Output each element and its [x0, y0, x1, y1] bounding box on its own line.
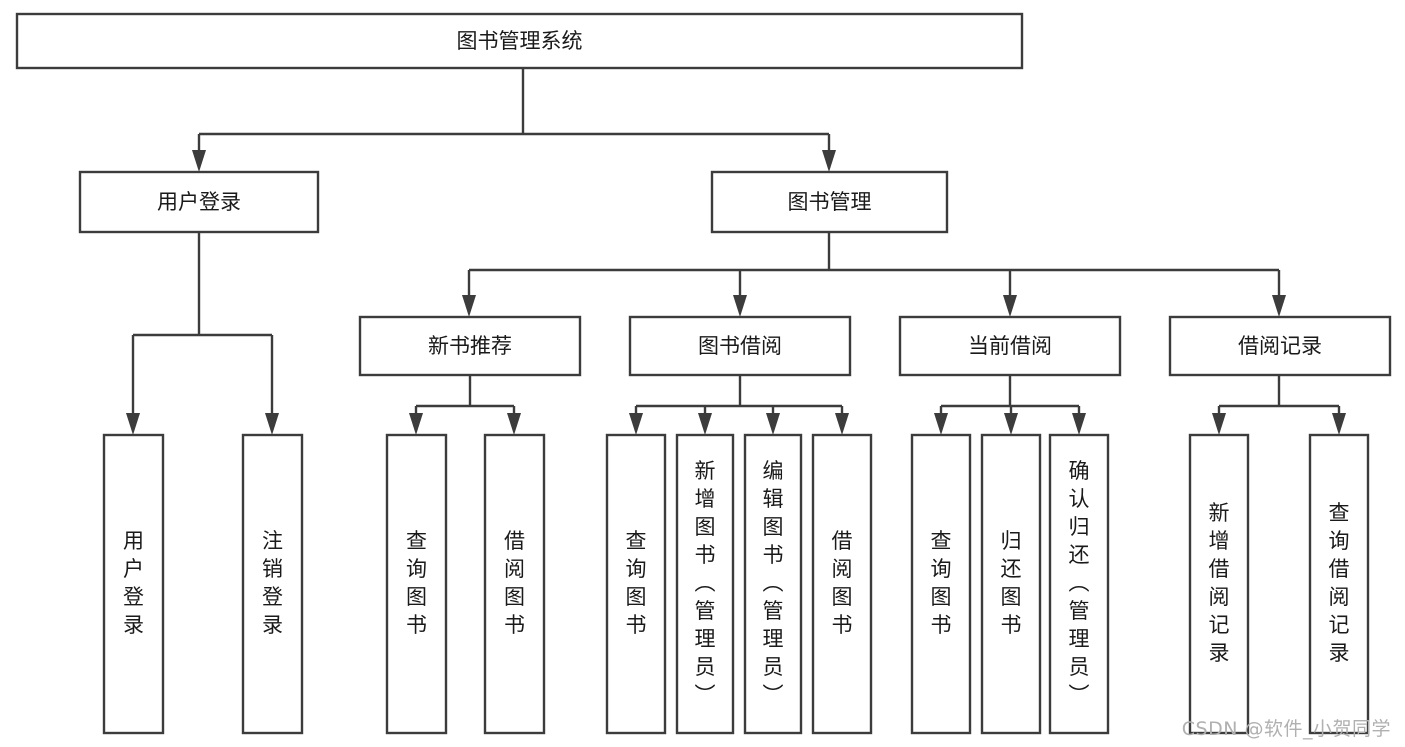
node-label: 当前借阅	[968, 334, 1052, 358]
node-label: 用户登录	[157, 190, 241, 214]
node-label: 新书推荐	[428, 334, 512, 358]
node-layer: 图书管理系统用户登录图书管理新书推荐图书借阅当前借阅借阅记录用户登录注销登录查询…	[15, 12, 1392, 735]
node-leaf-query-book-3[interactable]: 查询图书	[910, 433, 972, 735]
edge-currentborrow-children	[934, 375, 1086, 435]
node-leaf-return-book[interactable]: 归还图书	[980, 433, 1042, 735]
node-leaf-user-logout[interactable]: 注销登录	[241, 433, 304, 735]
node-label: 借阅图书	[504, 529, 525, 637]
node-book-manage[interactable]: 图书管理	[710, 170, 949, 234]
node-label: 图书管理	[788, 190, 872, 214]
node-label: 注销登录	[262, 529, 283, 637]
node-label: 查询图书	[931, 529, 952, 637]
node-label: 新增图书︵管理员︶	[695, 459, 716, 707]
edge-bookborrow-children	[629, 375, 849, 435]
node-label: 编辑图书︵管理员︶	[763, 459, 784, 707]
node-label: 用户登录	[123, 529, 144, 637]
node-leaf-borrow-book-1[interactable]: 借阅图书	[483, 433, 546, 735]
node-leaf-query-record[interactable]: 查询借阅记录	[1308, 433, 1370, 735]
node-label: 借阅图书	[832, 529, 853, 637]
node-label: 图书借阅	[698, 334, 782, 358]
node-borrow-record[interactable]: 借阅记录	[1168, 315, 1392, 377]
node-label: 新增借阅记录	[1209, 501, 1230, 665]
node-leaf-borrow-book-2[interactable]: 借阅图书	[811, 433, 873, 735]
node-leaf-user-login[interactable]: 用户登录	[102, 433, 165, 735]
node-label: 查询图书	[406, 529, 427, 637]
node-label: 确认归还︵管理员︶	[1069, 459, 1090, 707]
node-leaf-add-record[interactable]: 新增借阅记录	[1188, 433, 1250, 735]
edge-userlogin-children	[126, 232, 279, 435]
node-leaf-edit-book[interactable]: 编辑图书︵管理员︶	[743, 433, 803, 735]
node-label: 查询借阅记录	[1329, 501, 1350, 665]
node-book-borrow[interactable]: 图书借阅	[628, 315, 852, 377]
node-new-book-rec[interactable]: 新书推荐	[358, 315, 582, 377]
node-label: 归还图书	[1001, 529, 1022, 637]
edge-borrowrecord-children	[1212, 375, 1346, 435]
edge-bookmanage-children	[462, 232, 1286, 317]
node-current-borrow[interactable]: 当前借阅	[898, 315, 1122, 377]
node-leaf-add-book[interactable]: 新增图书︵管理员︶	[675, 433, 735, 735]
connector-layer	[126, 68, 1346, 435]
node-label: 查询图书	[626, 529, 647, 637]
node-root[interactable]: 图书管理系统	[15, 12, 1024, 70]
node-leaf-query-book-2[interactable]: 查询图书	[605, 433, 667, 735]
node-label: 图书管理系统	[457, 29, 583, 53]
node-label: 借阅记录	[1238, 334, 1322, 358]
edge-root-children	[192, 68, 836, 172]
node-leaf-confirm-return[interactable]: 确认归还︵管理员︶	[1048, 433, 1110, 735]
edge-newbook-children	[409, 375, 521, 435]
node-user-login[interactable]: 用户登录	[78, 170, 320, 234]
node-leaf-query-book-1[interactable]: 查询图书	[385, 433, 448, 735]
